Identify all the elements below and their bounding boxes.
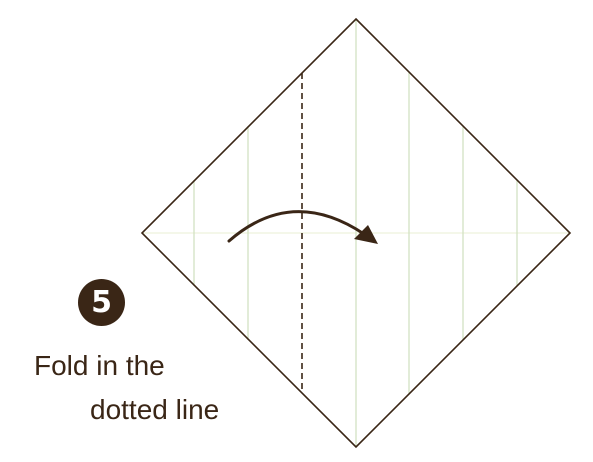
instruction-line-2: dotted line [90, 394, 220, 425]
fold-arrow-icon [227, 210, 366, 243]
step-number-badge: 5 [78, 279, 125, 326]
instruction-line-1: Fold in the [34, 350, 165, 381]
step-number: 5 [91, 285, 112, 320]
fold-arrow-head-icon [354, 225, 378, 244]
paper-outline [140, 17, 572, 449]
